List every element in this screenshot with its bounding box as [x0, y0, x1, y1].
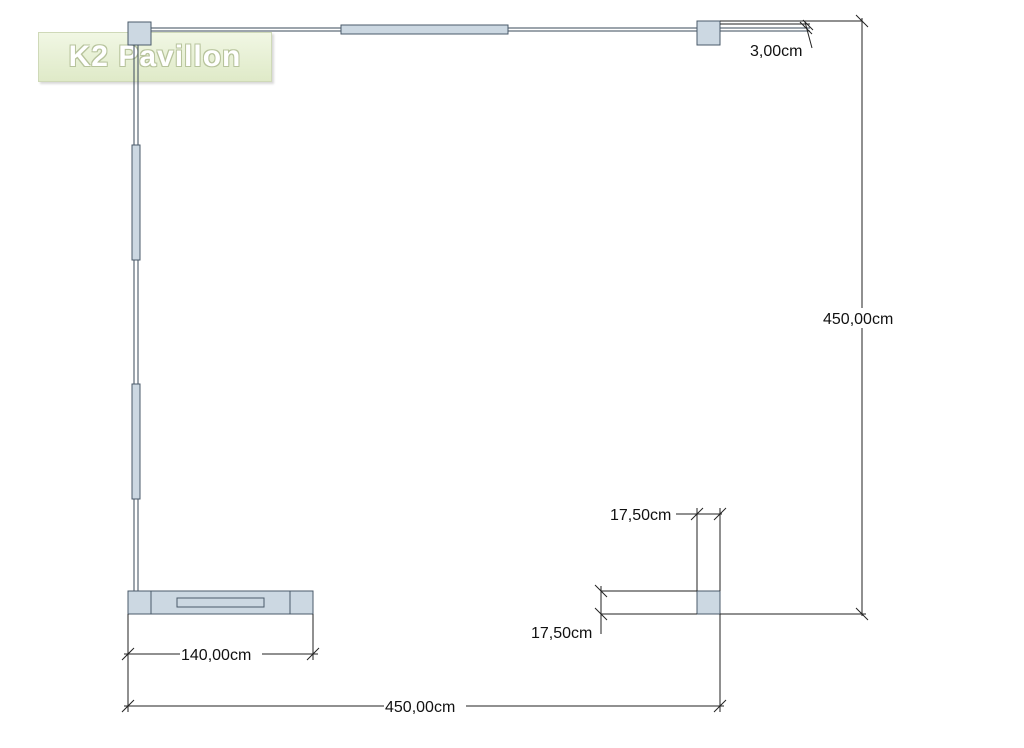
- dim-total-width: [121, 614, 727, 713]
- dim-door-width-label: 140,00cm: [181, 647, 251, 664]
- logo-badge: K2 Pavillon: [38, 32, 272, 82]
- dim-corner-x: [676, 507, 727, 591]
- door-handle-slot: [176, 597, 265, 608]
- logo-text: K2 Pavillon: [68, 40, 242, 73]
- dim-corner-y-label: 17,50cm: [531, 625, 592, 642]
- dim-door-width: [121, 614, 320, 661]
- post-top-left: [127, 21, 152, 46]
- post-top-right: [696, 20, 721, 46]
- dim-post-size-label: 3,00cm: [750, 43, 802, 60]
- dim-total-width-label: 450,00cm: [385, 699, 455, 716]
- dim-post-size: [720, 19, 862, 49]
- left-window-panel-lower: [131, 383, 141, 500]
- dim-side-height-label: 450,00cm: [823, 311, 893, 328]
- dim-side-height: [720, 14, 869, 621]
- top-window-panel: [340, 24, 509, 35]
- dim-corner-y: [594, 584, 697, 634]
- post-bottom-right: [696, 590, 721, 615]
- door-assembly: [127, 590, 314, 615]
- left-wall: [131, 30, 141, 592]
- dim-corner-x-label: 17,50cm: [610, 507, 671, 524]
- left-window-panel-upper: [131, 144, 141, 261]
